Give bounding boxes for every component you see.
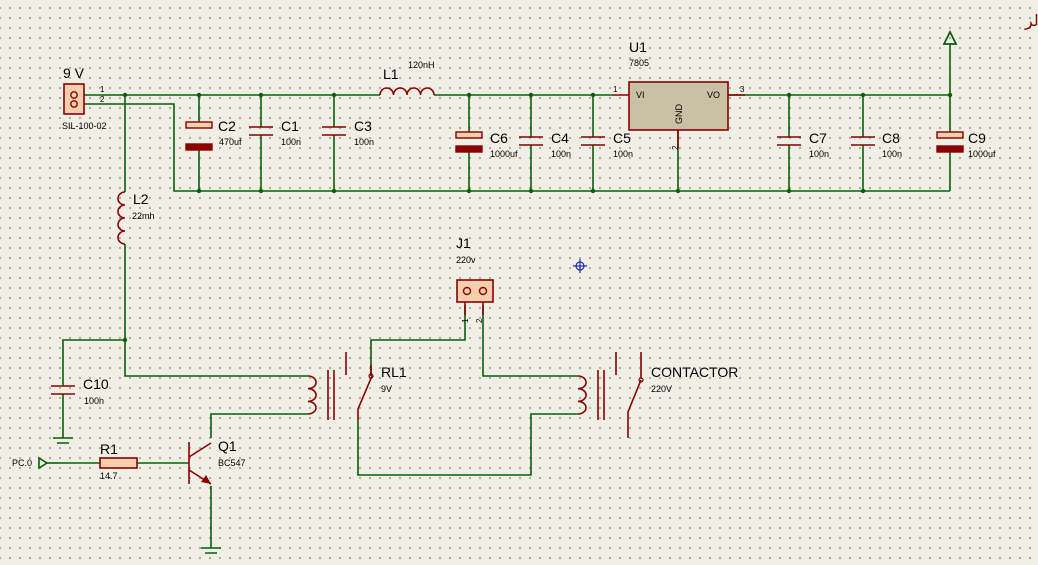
j1-pin2: 2 (475, 318, 484, 323)
c6-ref: C6 (490, 130, 508, 146)
rl1-ref: RL1 (381, 364, 407, 380)
output-label: به طرف میکروکنترلر (1024, 11, 1038, 31)
capacitor-c3[interactable]: C3 100n (322, 118, 374, 147)
c6-value: 1000uf (490, 149, 518, 159)
u1-vo-label: VO (707, 90, 720, 100)
contactor[interactable]: CONTACTOR 220V (577, 352, 738, 438)
u1-ref: U1 (629, 39, 647, 55)
u1-pin1: 1 (613, 85, 618, 94)
output-terminal[interactable]: به طرف میکروکنترلر (942, 11, 1038, 45)
resistor-r1[interactable]: R1 14.7 (99, 441, 138, 481)
crosshair-icon (573, 259, 587, 273)
r1-ref: R1 (100, 441, 118, 457)
l1-value: 120nH (408, 60, 435, 70)
u1-pin3: 3 (740, 85, 745, 94)
input-port-pc0[interactable]: PC.0 (12, 456, 58, 470)
inductor-l2[interactable]: L2 22mh (117, 191, 155, 245)
capacitor-c8[interactable]: C8 100n (851, 130, 902, 159)
rl1-value: 9V (381, 384, 392, 394)
junctions (122, 92, 953, 343)
regulator-u1[interactable]: U1 7805 VI VO GND 1 3 2 (612, 39, 745, 150)
c9-ref: C9 (968, 130, 986, 146)
wires (58, 44, 951, 548)
c5-ref: C5 (613, 130, 631, 146)
ground-symbol-c10 (53, 437, 73, 444)
q1-model: BC547 (218, 458, 246, 468)
c7-value: 100n (809, 149, 829, 159)
capacitor-c4[interactable]: C4 100n (519, 130, 571, 159)
c2-value: 470uf (219, 137, 242, 147)
connector-j1[interactable]: J1 220v 1 2 (456, 235, 494, 323)
power-connector[interactable]: 9 V SIL-100-02 1 2 (62, 65, 107, 131)
c8-value: 100n (882, 149, 902, 159)
u1-model: 7805 (629, 58, 649, 68)
contactor-value: 220V (651, 384, 672, 394)
c8-ref: C8 (882, 130, 900, 146)
l2-value: 22mh (132, 211, 155, 221)
capacitor-c1[interactable]: C1 100n (249, 118, 301, 147)
c9-value: 1000uf (968, 149, 996, 159)
power-connector-ref: 9 V (63, 65, 85, 81)
capacitor-c2[interactable]: C2 470uf (185, 118, 242, 151)
c5-value: 100n (613, 149, 633, 159)
c4-value: 100n (551, 149, 571, 159)
l1-ref: L1 (383, 66, 399, 82)
c3-ref: C3 (354, 118, 372, 134)
ground-symbol-q1 (201, 547, 221, 554)
j1-ref: J1 (456, 235, 471, 251)
power-connector-pin1: 1 (100, 85, 105, 94)
power-connector-model: SIL-100-02 (62, 121, 107, 131)
j1-pin1: 1 (461, 318, 470, 323)
c10-ref: C10 (83, 376, 109, 392)
q1-ref: Q1 (218, 438, 237, 454)
c2-ref: C2 (218, 118, 236, 134)
transistor-q1[interactable]: Q1 BC547 (188, 438, 246, 485)
l2-ref: L2 (133, 191, 149, 207)
c4-ref: C4 (551, 130, 569, 146)
c1-ref: C1 (281, 118, 299, 134)
u1-pin2: 2 (671, 145, 680, 150)
capacitor-c7[interactable]: C7 100n (777, 130, 829, 159)
r1-value: 14.7 (100, 471, 118, 481)
capacitor-c5[interactable]: C5 100n (581, 130, 633, 159)
inductor-l1[interactable]: L1 120nH (379, 60, 435, 96)
c1-value: 100n (281, 137, 301, 147)
u1-gnd-label: GND (674, 104, 684, 125)
u1-vi-label: VI (636, 90, 645, 100)
capacitor-c10[interactable]: C10 100n (51, 376, 109, 406)
j1-value: 220v (456, 255, 476, 265)
input-port-label: PC.0 (12, 458, 32, 468)
c10-value: 100n (84, 396, 104, 406)
relay-rl1[interactable]: RL1 9V (307, 352, 407, 420)
capacitor-c6[interactable]: C6 1000uf (455, 130, 518, 159)
c3-value: 100n (354, 137, 374, 147)
power-connector-pin2: 2 (100, 95, 105, 104)
c7-ref: C7 (809, 130, 827, 146)
contactor-ref: CONTACTOR (651, 364, 738, 380)
capacitor-c9[interactable]: C9 1000uf (936, 130, 996, 159)
